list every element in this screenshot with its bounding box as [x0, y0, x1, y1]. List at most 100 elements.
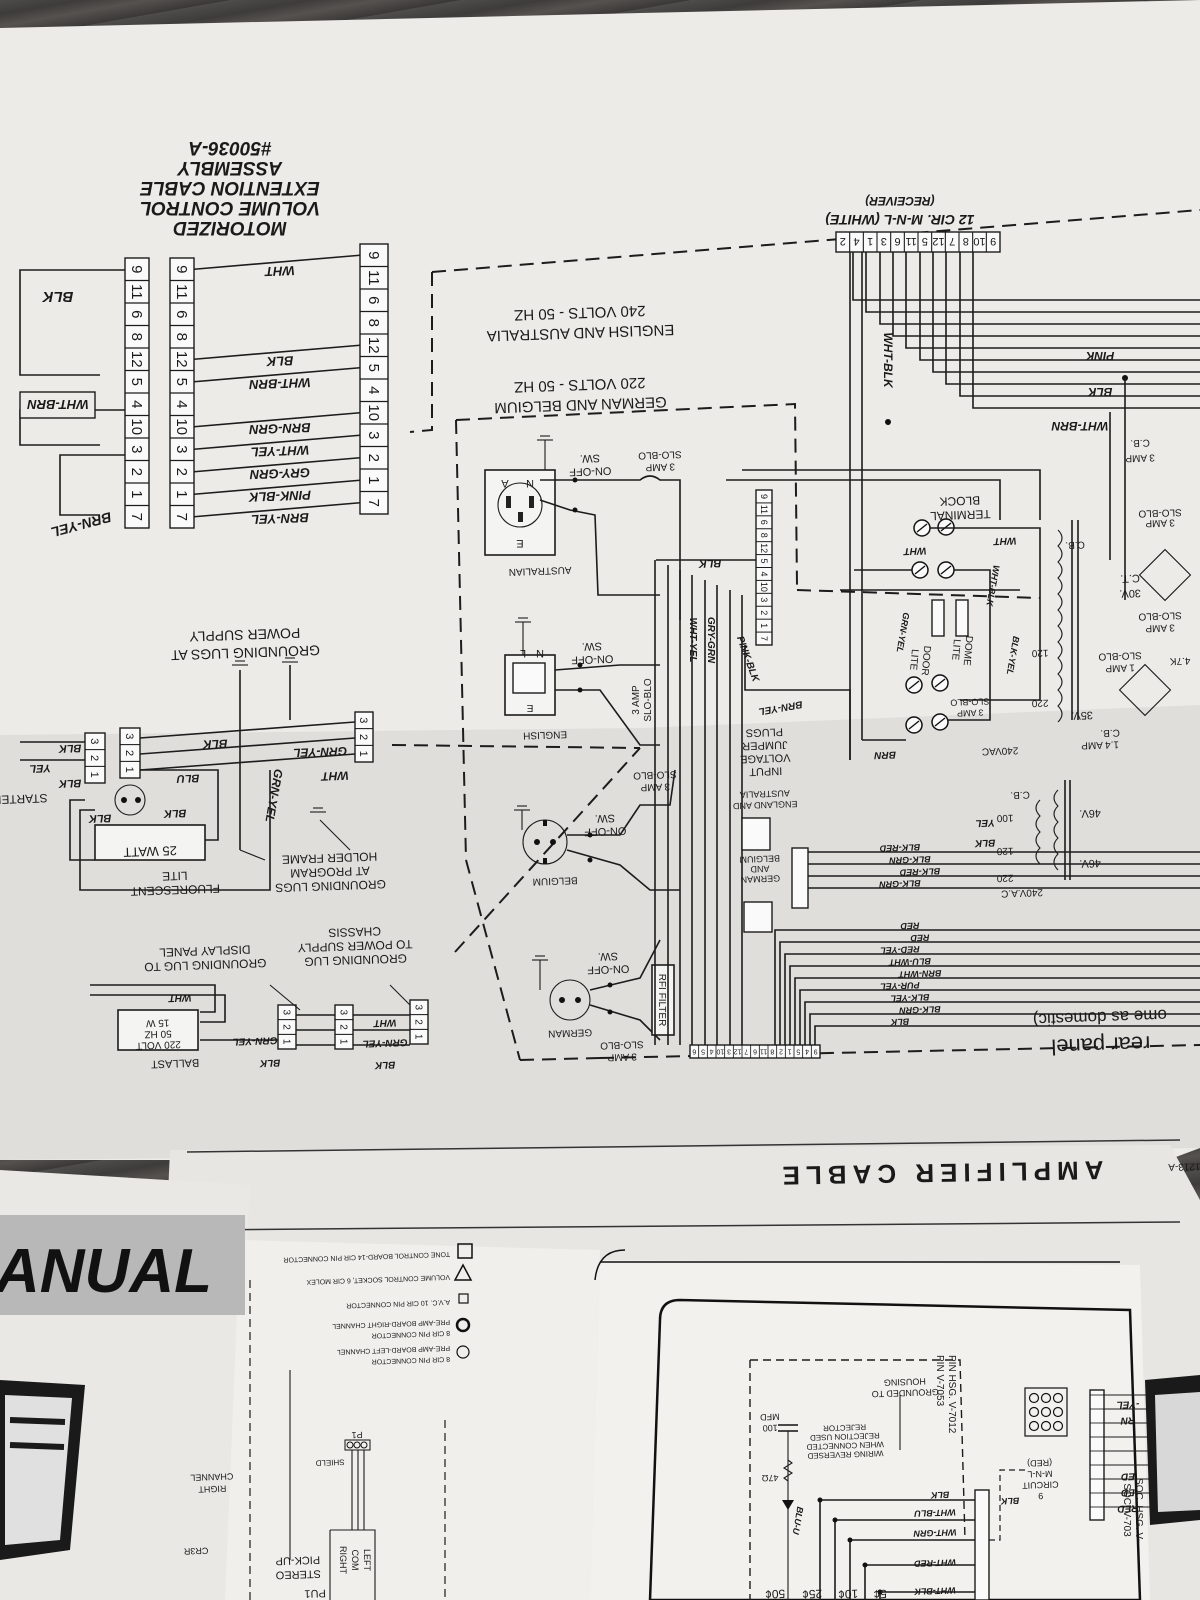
right-connector-pin-5: 5: [365, 364, 382, 372]
receiver-pin-11: 11: [905, 235, 916, 247]
right-1-4amp: 1.4 AMP: [1081, 738, 1119, 750]
german-fuse-type: SLO-BLO: [600, 1038, 644, 1051]
australian-pin-n: N: [526, 477, 534, 489]
right-fuse-3-type: SLO-BLO: [1138, 609, 1182, 622]
right-connector-pin-2: 2: [365, 454, 382, 462]
pickup-com: COM: [350, 1550, 360, 1571]
terminal-label-220: 220: [1031, 697, 1048, 709]
outlet-english: L N E ENGLISH 3 AMP SLO-BLO ON-OFF SW.: [504, 617, 660, 746]
ps-connector-2-pin-3: 3: [88, 738, 100, 744]
pickup-pickup: PICK-UP: [275, 1553, 320, 1567]
right-connector-pin-4: 4: [365, 386, 382, 394]
ballast-connector-2-pin-0: 3: [413, 1005, 424, 1011]
receiver-pin-3: 3: [881, 235, 887, 247]
receiver-connector: 12 CIR. M-N-L (WHITE) (RECEIVER) 9108712…: [825, 194, 1200, 760]
cable-wire-label-2: WHT-BRN: [248, 375, 310, 392]
right-240vac: 240V.A.C: [1001, 886, 1043, 898]
lower-wire-label-8: BRN-WHT: [897, 968, 942, 980]
legend-item-4: PRE-AMP BOARD-RIGHT CHANNEL: [332, 1318, 450, 1329]
center-plug-pin-10: 10: [759, 582, 769, 592]
br-wire-wht-blu: WHT-BLU: [914, 1507, 956, 1518]
receiver-connector-title: 12 CIR. M-N-L (WHITE): [825, 212, 974, 228]
lower-wire-label-9: PUR-YEL: [880, 980, 920, 991]
manual-title: ANUAL: [0, 1237, 212, 1306]
coin-50: 50¢: [765, 1587, 786, 1600]
english-australia-voltage: 240 VOLTS - 50 HZ: [514, 302, 646, 324]
outlet-australian: A N E AUSTRALIAN 3 AMP SLO-BLO ON-OFF SW…: [484, 435, 682, 620]
terminal-fuse-type: SLO-BLO: [950, 696, 989, 707]
lower-wire-label-12: BLK: [889, 1017, 909, 1028]
fluorescent-lite: 25 WATT FLUORESCENT LITE STARTER GROUNDI…: [0, 742, 386, 899]
belgium-label: BELGIUM: [532, 874, 577, 887]
assembly-part-number: #50036-A: [188, 137, 271, 158]
left-connector-pin-6: 6: [128, 310, 145, 318]
ballast-connector-1-pin-2: 1: [338, 1039, 349, 1045]
jumper-england-label-1: ENGLAND AND: [732, 799, 797, 811]
bottom-pin-4: 2: [779, 1048, 783, 1055]
belgium-switch-sw: SW.: [595, 812, 616, 825]
middle-connector-pin-7: 7: [173, 513, 190, 521]
channel-right: RIGHT: [198, 1484, 227, 1495]
center-plug-pin-6: 6: [759, 520, 769, 525]
side-label-blk: BLK: [41, 288, 73, 305]
lower-wire-label-6: RED-YEL: [880, 944, 920, 955]
outlet-belgium: BELGIUM 3 AMP SLO-BLO ON-OFF SW.: [514, 768, 680, 891]
ballast-spec-1: 220 VOLT: [136, 1038, 181, 1051]
grounded-label-2: HOUSING: [884, 1376, 926, 1387]
receiver-pin-5: 5: [922, 235, 928, 247]
fl-wire-blu: BLU: [176, 772, 200, 785]
fluorescent-grounding-3: HOLDER FRAME: [282, 849, 378, 866]
jumper-socket: [791, 847, 809, 909]
right-fuse-1: 3 AMP: [1125, 451, 1155, 463]
terminal-fuse-amp: 3 AMP: [957, 708, 984, 719]
coin-5: 5¢: [873, 1587, 887, 1600]
grounding-chassis-1: GROUNDING LUG: [304, 951, 407, 969]
fl-wire-blk-3: BLK: [58, 777, 82, 790]
australian-switch-sw: SW.: [580, 452, 601, 465]
bottom-pin-2: 5: [796, 1048, 800, 1055]
amplifier-cable-banner: AMPLIFIER CABLE #51213-A: [776, 1155, 1200, 1191]
left-connector-pin-8: 8: [128, 333, 145, 341]
ballast-wire-grn-yel: GRN-YEL: [232, 1034, 277, 1047]
ps-connector-0-pin-2: 2: [357, 734, 369, 740]
left-connector-pin-1: 1: [128, 490, 145, 498]
fl-wire-blk-1: BLK: [163, 807, 187, 820]
jumper-german-label-1: GERMAN: [740, 873, 780, 884]
lower-wire-label-3: BLK-GRN: [879, 878, 921, 889]
assembly-title-line-2: VOLUME CONTROL: [140, 197, 321, 218]
right-connector-pin-11: 11: [365, 270, 382, 286]
cable-wire-label-7: BRN-YEL: [251, 510, 309, 527]
ballast-connector-0-pin-1: 2: [281, 1024, 292, 1030]
br-wire-blk-2: BLK: [999, 1496, 1019, 1507]
bottom-pin-13: 5: [701, 1048, 705, 1055]
ballast-connector-1-pin-0: 3: [338, 1010, 349, 1016]
housing-label-2: PIN V-7053: [934, 1355, 945, 1407]
wiring-note-3: REJECTION USED: [810, 1431, 880, 1442]
center-plug-pin-11: 11: [759, 505, 769, 514]
pickup-left: LEFT: [362, 1549, 372, 1572]
dome-lite-1: DOME: [961, 635, 975, 666]
ps-connector-2-pin-2: 2: [88, 755, 100, 761]
ps-wire-wht: WHT: [320, 769, 349, 784]
right-30v: 30V.: [1119, 587, 1141, 600]
middle-connector-pin-12: 12: [173, 351, 190, 368]
receiver-pin-6: 6: [894, 235, 900, 247]
jumper-england-label-2: AUSTRALIA: [740, 788, 790, 800]
pickup-stereo: STEREO: [275, 1567, 321, 1581]
receiver-pin-7: 7: [949, 235, 955, 247]
right-connector-pin-12: 12: [365, 337, 382, 354]
wiring-note-1: WIRING REVERSED: [807, 1449, 883, 1461]
left-connector-pin-5: 5: [128, 378, 145, 386]
lower-wire-label-1: BLK-GRN: [889, 854, 931, 865]
br-wire-wht-red: WHT-RED: [913, 1557, 956, 1568]
left-connector-pin-2: 2: [128, 468, 145, 476]
receiver-wire-wht-brn: WHT-BRN: [1051, 419, 1108, 433]
cable-wire-label-5: GRY-GRN: [249, 465, 310, 482]
right-connector-pin-8: 8: [365, 319, 382, 327]
bottom-right-schematic: PIN HSG. V-7012 PIN V-7053 GROUNDED TO H…: [594, 1249, 1150, 1600]
ballast-connector-2-pin-1: 2: [413, 1019, 424, 1025]
right-tap-yel: YEL: [975, 817, 995, 829]
